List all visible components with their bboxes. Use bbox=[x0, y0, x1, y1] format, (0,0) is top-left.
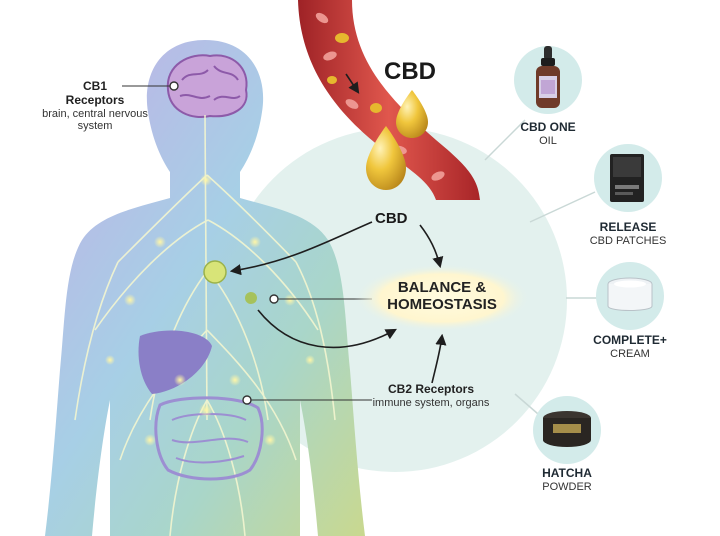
product-name: COMPLETE+ bbox=[593, 333, 667, 347]
receptor-sparkles bbox=[105, 174, 315, 446]
product-name: RELEASE bbox=[599, 220, 657, 234]
cbd-label: CBD bbox=[375, 210, 408, 227]
oil-dropper-bottle-icon[interactable] bbox=[536, 46, 560, 108]
cb2-pointers bbox=[242, 294, 372, 405]
powder-tin-icon[interactable] bbox=[543, 411, 591, 447]
product-label-complete-plus[interactable]: COMPLETE+ CREAM bbox=[565, 333, 695, 360]
receptor-nodes bbox=[203, 260, 257, 304]
product-subtitle: CREAM bbox=[610, 347, 650, 360]
product-label-cbd-one[interactable]: CBD ONE OIL bbox=[483, 120, 613, 147]
cb1-title-line1: CB1 bbox=[82, 79, 107, 93]
cream-jar-icon[interactable] bbox=[607, 277, 653, 311]
balance-homeostasis-label: BALANCE & HOMEOSTASIS bbox=[372, 279, 512, 314]
cb2-title: CB2 Receptors bbox=[387, 382, 475, 396]
product-label-hatcha[interactable]: HATCHA POWDER bbox=[502, 466, 632, 493]
cb1-description: brain, central nervous system bbox=[42, 107, 148, 133]
product-subtitle: POWDER bbox=[542, 480, 592, 493]
product-label-release[interactable]: RELEASE CBD PATCHES bbox=[563, 220, 693, 247]
flow-arrows bbox=[229, 221, 447, 384]
patch-package-icon[interactable] bbox=[610, 154, 644, 202]
cb2-description: immune system, organs bbox=[372, 396, 490, 409]
human-body-silhouette bbox=[45, 40, 365, 536]
cb1-label: CB1 Receptors brain, central nervous sys… bbox=[40, 79, 150, 133]
balance-glow bbox=[354, 264, 530, 332]
product-name: HATCHA bbox=[542, 466, 592, 480]
blood-vessel bbox=[298, 0, 480, 200]
product-subtitle: CBD PATCHES bbox=[589, 234, 667, 247]
cb1-title-line2: Receptors bbox=[65, 92, 125, 107]
product-name: CBD ONE bbox=[520, 120, 576, 134]
balance-line1: BALANCE & bbox=[397, 279, 487, 296]
balance-line2: HOMEOSTASIS bbox=[387, 296, 497, 314]
cbd-vessel-label: CBD bbox=[384, 58, 436, 85]
product-subtitle: OIL bbox=[539, 134, 557, 147]
cb2-label: CB2 Receptors immune system, organs bbox=[372, 382, 490, 409]
cb1-pointer bbox=[122, 81, 179, 91]
organs-illustration bbox=[138, 330, 264, 481]
brain-illustration bbox=[166, 54, 248, 118]
cbd-oil-drops bbox=[366, 90, 428, 190]
